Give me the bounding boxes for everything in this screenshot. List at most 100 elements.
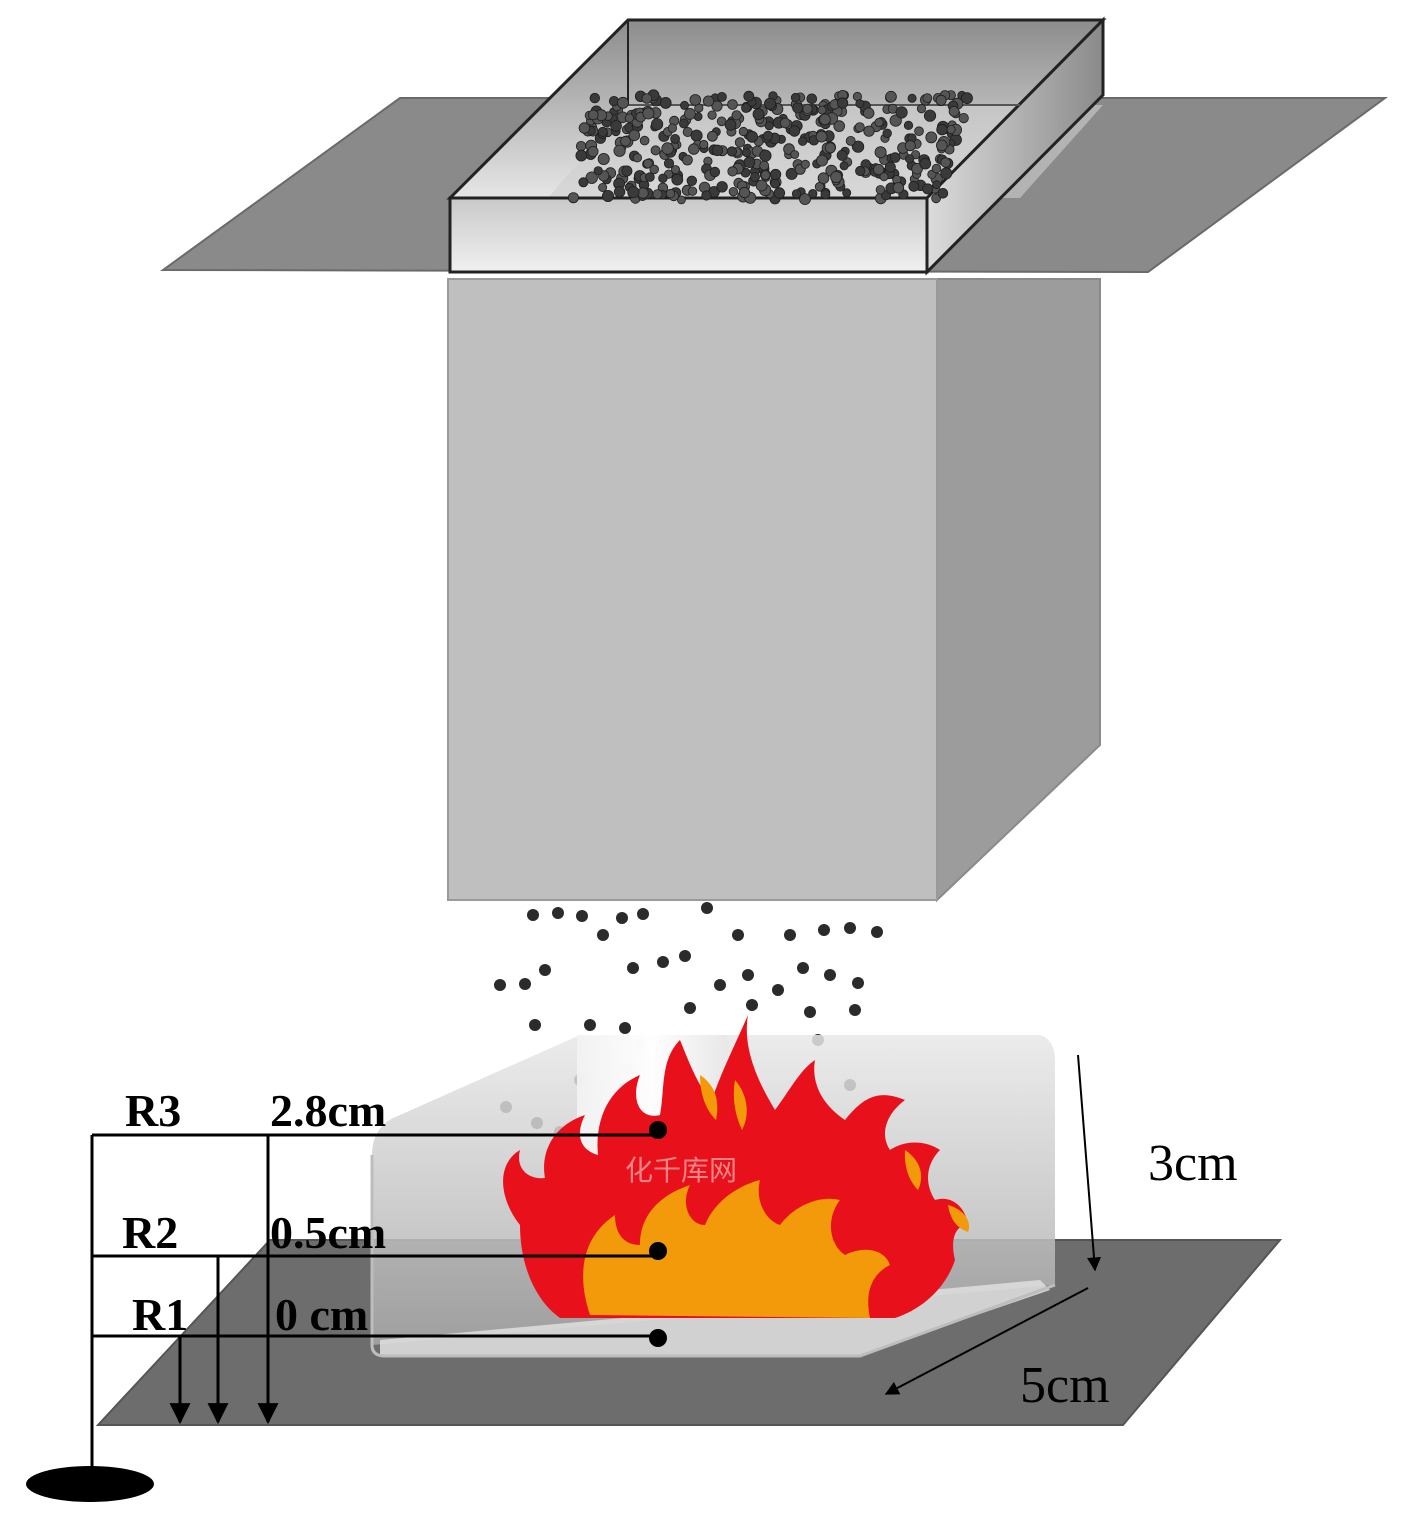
hopper-particle <box>597 152 610 165</box>
hopper-particle <box>874 146 887 159</box>
hopper-particle <box>884 161 896 173</box>
hopper-particle <box>645 172 655 182</box>
hopper-particle <box>617 96 629 109</box>
hopper-particle <box>916 104 927 114</box>
hopper-particle <box>679 118 689 129</box>
hopper-particle <box>728 186 739 197</box>
hopper-particle <box>937 188 949 199</box>
hopper-particle <box>578 177 589 188</box>
hopper-particle <box>907 93 917 103</box>
hopper-particle <box>650 118 664 131</box>
hopper-particle <box>923 109 937 122</box>
hopper-particle <box>833 120 845 132</box>
falling-particle <box>772 984 784 996</box>
hopper-particle <box>922 183 934 195</box>
hopper-particle <box>702 95 715 107</box>
hopper-particle <box>946 125 956 135</box>
hopper-particle <box>743 156 756 169</box>
hopper-particle <box>608 96 620 107</box>
falling-particle <box>527 909 539 921</box>
hopper-particle <box>687 186 698 196</box>
probe-r2-depth: 0.5cm <box>270 1207 386 1258</box>
falling-particle <box>742 969 754 981</box>
hopper-particle <box>742 148 751 158</box>
feed-column <box>447 278 1101 903</box>
hopper-particle <box>872 163 885 176</box>
hopper-particle <box>661 142 674 155</box>
hopper-particle <box>677 195 686 205</box>
hopper-particle <box>726 146 738 157</box>
hopper-particle <box>613 186 626 198</box>
hopper-particle <box>689 94 702 106</box>
hopper-particle <box>750 171 761 182</box>
hopper-particle <box>667 123 678 133</box>
hopper-particle <box>806 93 818 105</box>
hopper-particle <box>724 118 737 131</box>
hopper-particle <box>936 123 948 136</box>
hopper-particle <box>931 193 941 204</box>
falling-particle <box>818 924 830 936</box>
hopper-particle <box>650 145 661 156</box>
hopper-particle <box>863 125 875 137</box>
hopper-particle <box>892 182 905 194</box>
hopper-particle <box>680 100 690 110</box>
hopper-particle <box>671 165 681 175</box>
hopper-particle <box>628 129 641 142</box>
hopper-particle <box>935 139 948 152</box>
hopper-particle <box>731 110 742 121</box>
hopper-particle <box>800 159 810 169</box>
hopper-particle <box>575 140 587 152</box>
hopper-particle <box>688 143 700 155</box>
hopper-particle <box>903 120 914 131</box>
hopper-particle <box>764 97 777 110</box>
probe-r3-label: R3 <box>125 1085 181 1136</box>
hopper-particle <box>755 179 768 192</box>
hopper-particle <box>815 130 828 143</box>
hopper-particle <box>824 142 836 154</box>
falling-particle <box>584 1019 596 1031</box>
falling-particle <box>849 1004 861 1016</box>
falling-particle <box>784 929 796 941</box>
hopper-particle <box>627 186 640 199</box>
hopper-particle <box>682 154 693 166</box>
hopper-particle <box>958 113 969 124</box>
probe-tip-r1 <box>649 1329 667 1347</box>
hopper-particle <box>790 92 801 103</box>
hopper-particle <box>738 186 751 199</box>
hopper-particle <box>882 128 892 139</box>
height-label: 3cm <box>1148 1135 1238 1192</box>
hopper-particle <box>665 188 676 199</box>
hopper-particle <box>830 171 843 184</box>
hopper-particle <box>904 140 916 152</box>
falling-particle <box>657 956 669 968</box>
hopper-particle <box>746 130 758 143</box>
hopper-particle <box>836 149 848 161</box>
hopper-particle <box>743 90 755 102</box>
hopper-particle <box>922 93 933 103</box>
falling-particle <box>539 964 551 976</box>
hopper-particle <box>932 180 941 190</box>
hopper-particle <box>940 157 951 168</box>
height-dimension: 3cm <box>1077 1054 1238 1272</box>
hopper-particle <box>686 175 698 187</box>
hopper-particle <box>875 185 886 195</box>
flame-inner <box>583 1180 890 1318</box>
hopper-particle <box>649 164 659 175</box>
hopper-particle <box>711 144 724 157</box>
hopper-particle <box>752 108 765 121</box>
hopper-particle <box>716 181 728 193</box>
hopper-particle <box>802 103 813 114</box>
hopper-particle <box>911 162 923 175</box>
hopper-particle <box>741 103 751 113</box>
probe-tip-r3 <box>649 1121 667 1139</box>
thermocouple-probes <box>90 1133 658 1468</box>
hopper-particles <box>567 89 973 206</box>
width-label: 5cm <box>1020 1357 1110 1414</box>
hopper-particle <box>699 139 709 150</box>
hopper-particle <box>816 154 828 167</box>
hopper-particle <box>855 165 866 177</box>
particle-hopper <box>446 16 1107 276</box>
hopper-particle <box>632 153 643 163</box>
hopper-particle <box>641 93 653 104</box>
